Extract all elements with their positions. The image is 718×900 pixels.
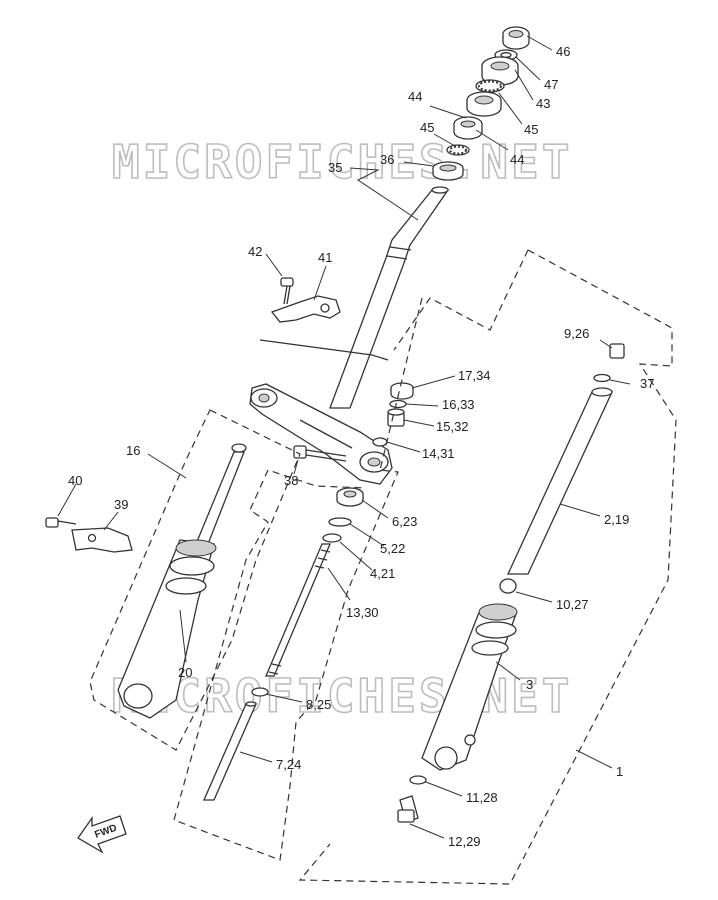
- part-36-seal: [432, 161, 464, 181]
- bearing-stack: [432, 26, 530, 181]
- left-fork-tube: [195, 443, 247, 545]
- label-43: 43: [536, 96, 550, 111]
- label-8-25: 8,25: [306, 697, 331, 712]
- part-2-19-inner-tube: [506, 387, 614, 575]
- label-16: 16: [126, 443, 140, 458]
- label-11-28: 11,28: [466, 790, 498, 805]
- label-14-31: 14,31: [422, 446, 455, 461]
- part-40-bolt: [45, 517, 77, 528]
- label-16-33: 16,33: [442, 397, 475, 412]
- assembly-outlines: [89, 249, 677, 885]
- label-1: 1: [616, 764, 623, 779]
- part-4-21-washer: [322, 533, 342, 543]
- part-42-bolt: [280, 277, 294, 305]
- part-labels: 46 47 43 44 45 45 44 36 35 42 41 9,26 37…: [68, 44, 654, 849]
- part-41-bracket: [270, 295, 341, 323]
- part-45-bearing-lower: [446, 144, 470, 156]
- label-42: 42: [248, 244, 262, 259]
- label-45-lower: 45: [420, 120, 434, 135]
- part-17-34-cap: [390, 382, 414, 400]
- part-11-28-washer: [409, 775, 427, 785]
- part-14-31-oring: [372, 437, 388, 447]
- label-15-32: 15,32: [436, 419, 469, 434]
- part-45-bearing-upper: [475, 79, 505, 93]
- label-5-22: 5,22: [380, 541, 405, 556]
- label-37: 37: [640, 376, 654, 391]
- label-9-26: 9,26: [564, 326, 589, 341]
- leader-lines: [57, 35, 631, 839]
- part-9-26-plug: [609, 343, 625, 359]
- label-2-19: 2,19: [604, 512, 629, 527]
- part-5-22-clip: [328, 517, 352, 527]
- part-8-25-ring: [251, 687, 269, 697]
- part-37-clip: [593, 373, 611, 383]
- part-6-23-seal: [336, 487, 364, 507]
- part-16-33-clip: [389, 399, 407, 409]
- fwd-arrow-icon: FWD: [77, 815, 127, 854]
- label-46: 46: [556, 44, 570, 59]
- part-10-27-bush: [499, 578, 517, 594]
- label-45-upper: 45: [524, 122, 538, 137]
- label-17-34: 17,34: [458, 368, 491, 383]
- part-38-bolt: [293, 445, 347, 462]
- label-44-upper: 44: [408, 89, 422, 104]
- part-15-32-spacer: [387, 408, 405, 427]
- label-44-lower: 44: [510, 152, 524, 167]
- label-38: 38: [284, 473, 298, 488]
- watermark-top: MICROFICHES.NET: [112, 135, 572, 189]
- label-39: 39: [114, 497, 128, 512]
- label-40: 40: [68, 473, 82, 488]
- part-12-29-bolt: [397, 795, 419, 823]
- bracket-link-line: [259, 339, 389, 361]
- part-7-24-damper-rod: [203, 701, 257, 801]
- part-44-race-lower: [453, 116, 483, 140]
- label-13-30: 13,30: [346, 605, 379, 620]
- part-39-bracket: [71, 527, 133, 553]
- part-44-race-upper: [466, 91, 502, 117]
- label-7-24: 7,24: [276, 757, 301, 772]
- part-13-30-spring: [265, 543, 331, 677]
- label-35: 35: [328, 160, 342, 175]
- label-47: 47: [544, 77, 558, 92]
- part-20-left-outer-tube: [117, 539, 217, 719]
- label-41: 41: [318, 250, 332, 265]
- label-3: 3: [526, 677, 533, 692]
- label-6-23: 6,23: [392, 514, 417, 529]
- label-12-29: 12,29: [448, 834, 481, 849]
- under-bracket: [249, 383, 393, 485]
- label-20: 20: [178, 665, 192, 680]
- part-46-ring-nut: [502, 26, 530, 50]
- label-4-21: 4,21: [370, 566, 395, 581]
- label-10-27: 10,27: [556, 597, 589, 612]
- part-3-outer-tube: [421, 603, 518, 771]
- label-36: 36: [380, 152, 394, 167]
